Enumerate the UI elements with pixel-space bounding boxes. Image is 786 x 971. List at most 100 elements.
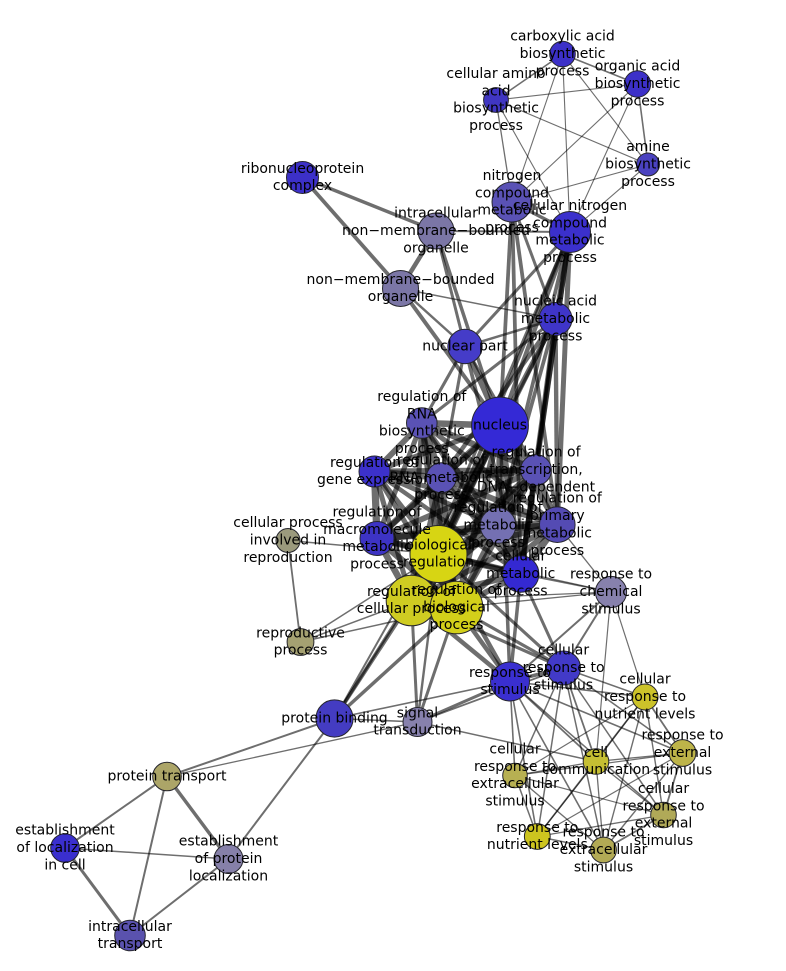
edge-organic-acid-biosynthetic-process--nitrogen-compound-metabolic-process bbox=[511, 83, 638, 203]
edge-cellular-nitrogen-compound-metabolic-process--regulation-of-transcription-dna-dependent bbox=[533, 231, 573, 471]
node-cellular-response-to-external-stimulus[interactable] bbox=[650, 801, 677, 829]
node-regulation-of-macromolecule-metabolic-process[interactable] bbox=[359, 521, 395, 556]
node-establishment-of-localization-in-cell[interactable] bbox=[50, 833, 80, 863]
edge-ribonucleoprotein-complex--non-membrane-bounded-organelle bbox=[301, 176, 402, 290]
node-establishment-of-protein-localization[interactable] bbox=[213, 844, 244, 874]
label-protein-binding: protein binding bbox=[281, 711, 387, 727]
node-regulation-of-transcription-dna-dependent[interactable] bbox=[520, 454, 552, 486]
edge-response-to-stimulus--response-to-nutrient-levels bbox=[509, 681, 539, 837]
node-signal-transduction[interactable] bbox=[402, 707, 433, 737]
edge-organic-acid-biosynthetic-process--cellular-nitrogen-compound-metabolic-process bbox=[569, 83, 639, 233]
edge-non-membrane-bounded-organelle--nucleic-acid-metabolic-process bbox=[400, 287, 556, 320]
node-regulation-of-gene-expression[interactable] bbox=[358, 455, 391, 488]
edge-protein-binding--establishment-of-protein-localization bbox=[227, 717, 336, 860]
label-protein-transport: protein transport bbox=[108, 769, 227, 785]
node-response-to-chemical-stimulus[interactable] bbox=[594, 575, 628, 609]
node-protein-binding[interactable] bbox=[315, 699, 354, 738]
node-cellular-response-to-nutrient-levels[interactable] bbox=[631, 683, 659, 711]
node-cellular-response-to-extracellular-stimulus[interactable] bbox=[502, 762, 528, 789]
edge-protein-binding--response-to-stimulus bbox=[334, 680, 511, 720]
node-reproductive-process[interactable] bbox=[286, 628, 315, 656]
node-response-to-nutrient-levels[interactable] bbox=[523, 823, 551, 850]
edge-establishment-of-localization-in-cell--intracellular-transport bbox=[63, 847, 132, 937]
edge-protein-binding--protein-transport bbox=[166, 717, 335, 778]
edge-protein-binding--regulation-of-biological-process bbox=[333, 606, 458, 720]
edge-cell-communication--cellular-response-to-external-stimulus bbox=[595, 760, 664, 816]
node-regulation-of-primary-metabolic-process[interactable] bbox=[539, 506, 576, 544]
edge-amine-biosynthetic-process--nitrogen-compound-metabolic-process bbox=[511, 163, 649, 203]
edge-establishment-of-localization-in-cell--establishment-of-protein-localization bbox=[64, 847, 229, 860]
node-response-to-stimulus[interactable] bbox=[490, 661, 530, 702]
node-regulation-of-metabolic-process[interactable] bbox=[479, 507, 517, 544]
node-protein-transport[interactable] bbox=[152, 761, 182, 792]
node-regulation-of-biological-process[interactable] bbox=[429, 580, 484, 635]
edge-signal-transduction--cell-communication bbox=[417, 721, 597, 763]
node-cell-communication[interactable] bbox=[582, 748, 610, 775]
edge-cell-communication--cellular-response-to-extracellular-stimulus bbox=[514, 760, 597, 777]
edge-cellular-metabolic-process--regulation-of-gene-expression bbox=[373, 469, 522, 576]
edge-nucleus--response-to-stimulus bbox=[498, 425, 512, 682]
node-cellular-nitrogen-compound-metabolic-process[interactable] bbox=[549, 211, 591, 253]
edge-carboxylic-acid-biosynthetic-process--amine-biosynthetic-process bbox=[562, 53, 649, 165]
edge-cellular-response-to-nutrient-levels--cellular-response-to-extracellular-stimulus bbox=[514, 696, 646, 777]
edge-response-to-chemical-stimulus--cell-communication bbox=[595, 591, 612, 762]
node-ribonucleoprotein-complex[interactable] bbox=[286, 161, 319, 194]
node-layer bbox=[50, 40, 697, 952]
node-regulation-of-rna-metabolic-process[interactable] bbox=[425, 462, 457, 494]
node-cellular-amino-acid-biosynthetic-process[interactable] bbox=[483, 87, 509, 113]
node-nuclear-part[interactable] bbox=[447, 328, 483, 365]
node-cellular-metabolic-process[interactable] bbox=[502, 555, 540, 593]
edge-cellular-process-involved-in-reproduction--reproductive-process bbox=[287, 540, 302, 643]
edge-intracellular-non-membrane-bounded-organelle--nucleus bbox=[434, 230, 502, 427]
edge-protein-transport--establishment-of-protein-localization bbox=[165, 775, 230, 861]
edge-cell-communication--response-to-nutrient-levels bbox=[536, 761, 597, 837]
edge-nucleic-acid-metabolic-process--nitrogen-compound-metabolic-process bbox=[510, 201, 557, 320]
edge-response-to-chemical-stimulus--response-to-stimulus bbox=[509, 591, 612, 683]
node-nucleus[interactable] bbox=[471, 396, 529, 455]
edge-cellular-amino-acid-biosynthetic-process--cellular-nitrogen-compound-metabolic-process bbox=[495, 99, 571, 233]
node-intracellular-non-membrane-bounded-organelle[interactable] bbox=[417, 212, 455, 250]
edge-cellular-response-to-extracellular-stimulus--cellular-response-to-external-stimulus bbox=[514, 774, 664, 816]
edge-response-to-stimulus--response-to-extracellular-stimulus bbox=[509, 681, 605, 851]
node-biological-regulation[interactable] bbox=[409, 525, 468, 583]
node-intracellular-transport[interactable] bbox=[114, 919, 146, 952]
node-amine-biosynthetic-process[interactable] bbox=[636, 152, 660, 177]
node-nitrogen-compound-metabolic-process[interactable] bbox=[491, 181, 533, 223]
edge-protein-transport--intracellular-transport bbox=[129, 776, 168, 936]
node-organic-acid-biosynthetic-process[interactable] bbox=[623, 70, 652, 98]
edge-organic-acid-biosynthetic-process--cellular-amino-acid-biosynthetic-process bbox=[495, 83, 638, 101]
node-cellular-response-to-stimulus[interactable] bbox=[546, 650, 581, 686]
node-response-to-extracellular-stimulus[interactable] bbox=[590, 836, 617, 864]
node-regulation-of-rna-biosynthetic-process[interactable] bbox=[406, 407, 438, 439]
node-response-to-external-stimulus[interactable] bbox=[668, 739, 697, 767]
edge-signal-transduction--protein-transport bbox=[166, 721, 418, 778]
edge-cellular-response-to-stimulus--cellular-response-to-external-stimulus bbox=[562, 667, 665, 816]
node-cellular-process-involved-in-reproduction[interactable] bbox=[275, 528, 301, 553]
node-carboxylic-acid-biosynthetic-process[interactable] bbox=[549, 40, 576, 68]
node-non-membrane-bounded-organelle[interactable] bbox=[382, 270, 419, 307]
node-nucleic-acid-metabolic-process[interactable] bbox=[538, 302, 573, 336]
edge-carboxylic-acid-biosynthetic-process--nitrogen-compound-metabolic-process bbox=[511, 53, 564, 203]
